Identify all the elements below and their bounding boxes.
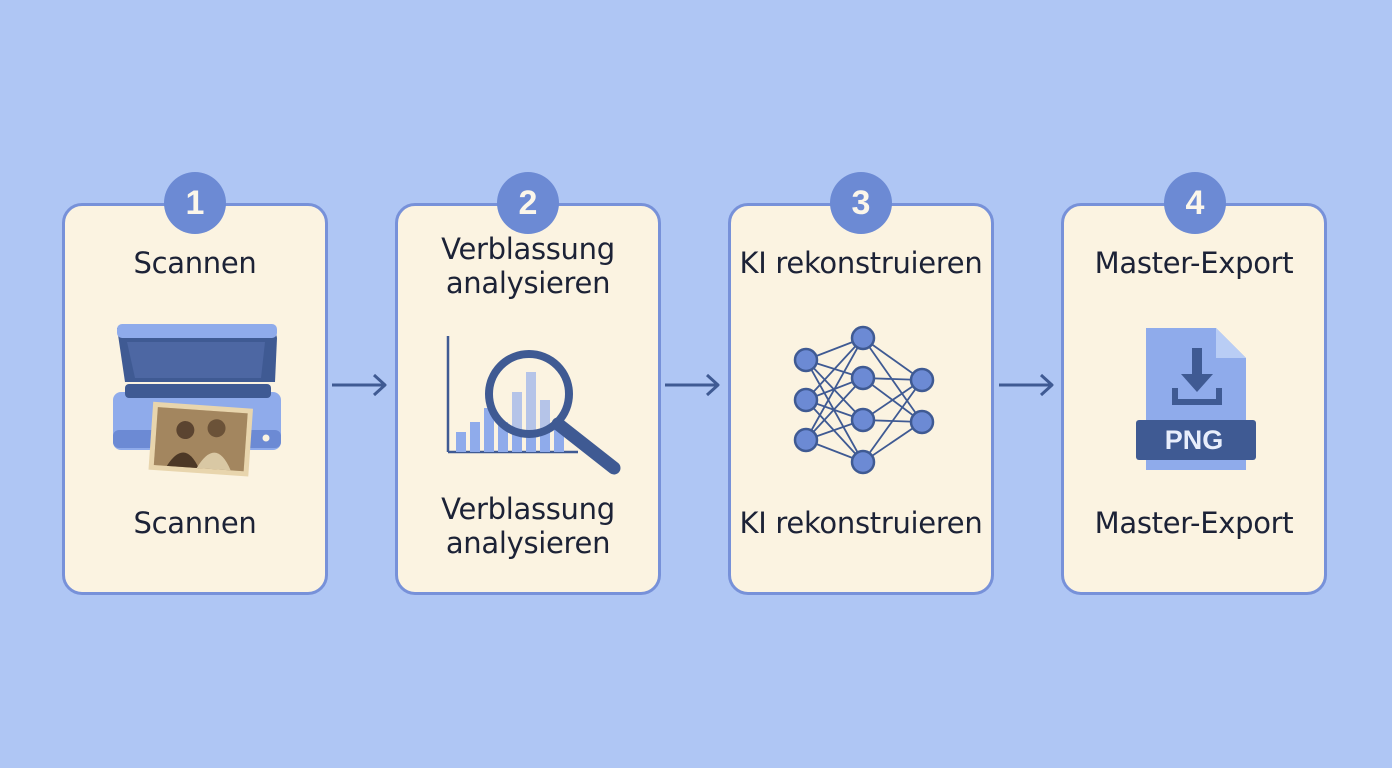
arrow-right-icon <box>999 373 1054 397</box>
magnifier-histogram-icon <box>446 336 621 475</box>
arrow-right-icon <box>665 373 720 397</box>
step-title-top-line1: Verblassung <box>441 232 615 266</box>
scanner-icon <box>113 324 281 477</box>
step-title-top: Verblassung analysieren <box>398 232 658 300</box>
step-title-top: Scannen <box>133 246 257 280</box>
step-card-export: Master-Export PNG Master-Export <box>1061 203 1327 595</box>
step-number-badge: 4 <box>1164 172 1226 234</box>
step-title-bottom: Verblassung analysieren <box>398 492 658 560</box>
step-number-badge: 2 <box>497 172 559 234</box>
step-title-bottom-line1: Verblassung <box>441 492 615 526</box>
file-type-label: PNG <box>1164 425 1224 455</box>
step-title-bottom: Master-Export <box>1094 506 1294 540</box>
step-number-badge: 3 <box>830 172 892 234</box>
step-title-top: Master-Export <box>1094 246 1294 280</box>
step-card-scan: Scannen Scannen <box>62 203 328 595</box>
step-title-bottom: Scannen <box>133 506 257 540</box>
step-number-badge: 1 <box>164 172 226 234</box>
arrow-right-icon <box>332 373 387 397</box>
step-card-reconstruct: KI rekonstruieren KI rekonstruieren <box>728 203 994 595</box>
step-title-top: KI rekonstruieren <box>739 246 983 280</box>
neural-network-icon <box>793 325 935 475</box>
step-title-bottom: KI rekonstruieren <box>739 506 983 540</box>
png-file-download-icon <box>1136 328 1256 470</box>
step-title-top-line2: analysieren <box>445 266 611 300</box>
step-title-bottom-line2: analysieren <box>445 526 611 560</box>
step-card-analyze: Verblassung analysieren Verblassung anal… <box>395 203 661 595</box>
